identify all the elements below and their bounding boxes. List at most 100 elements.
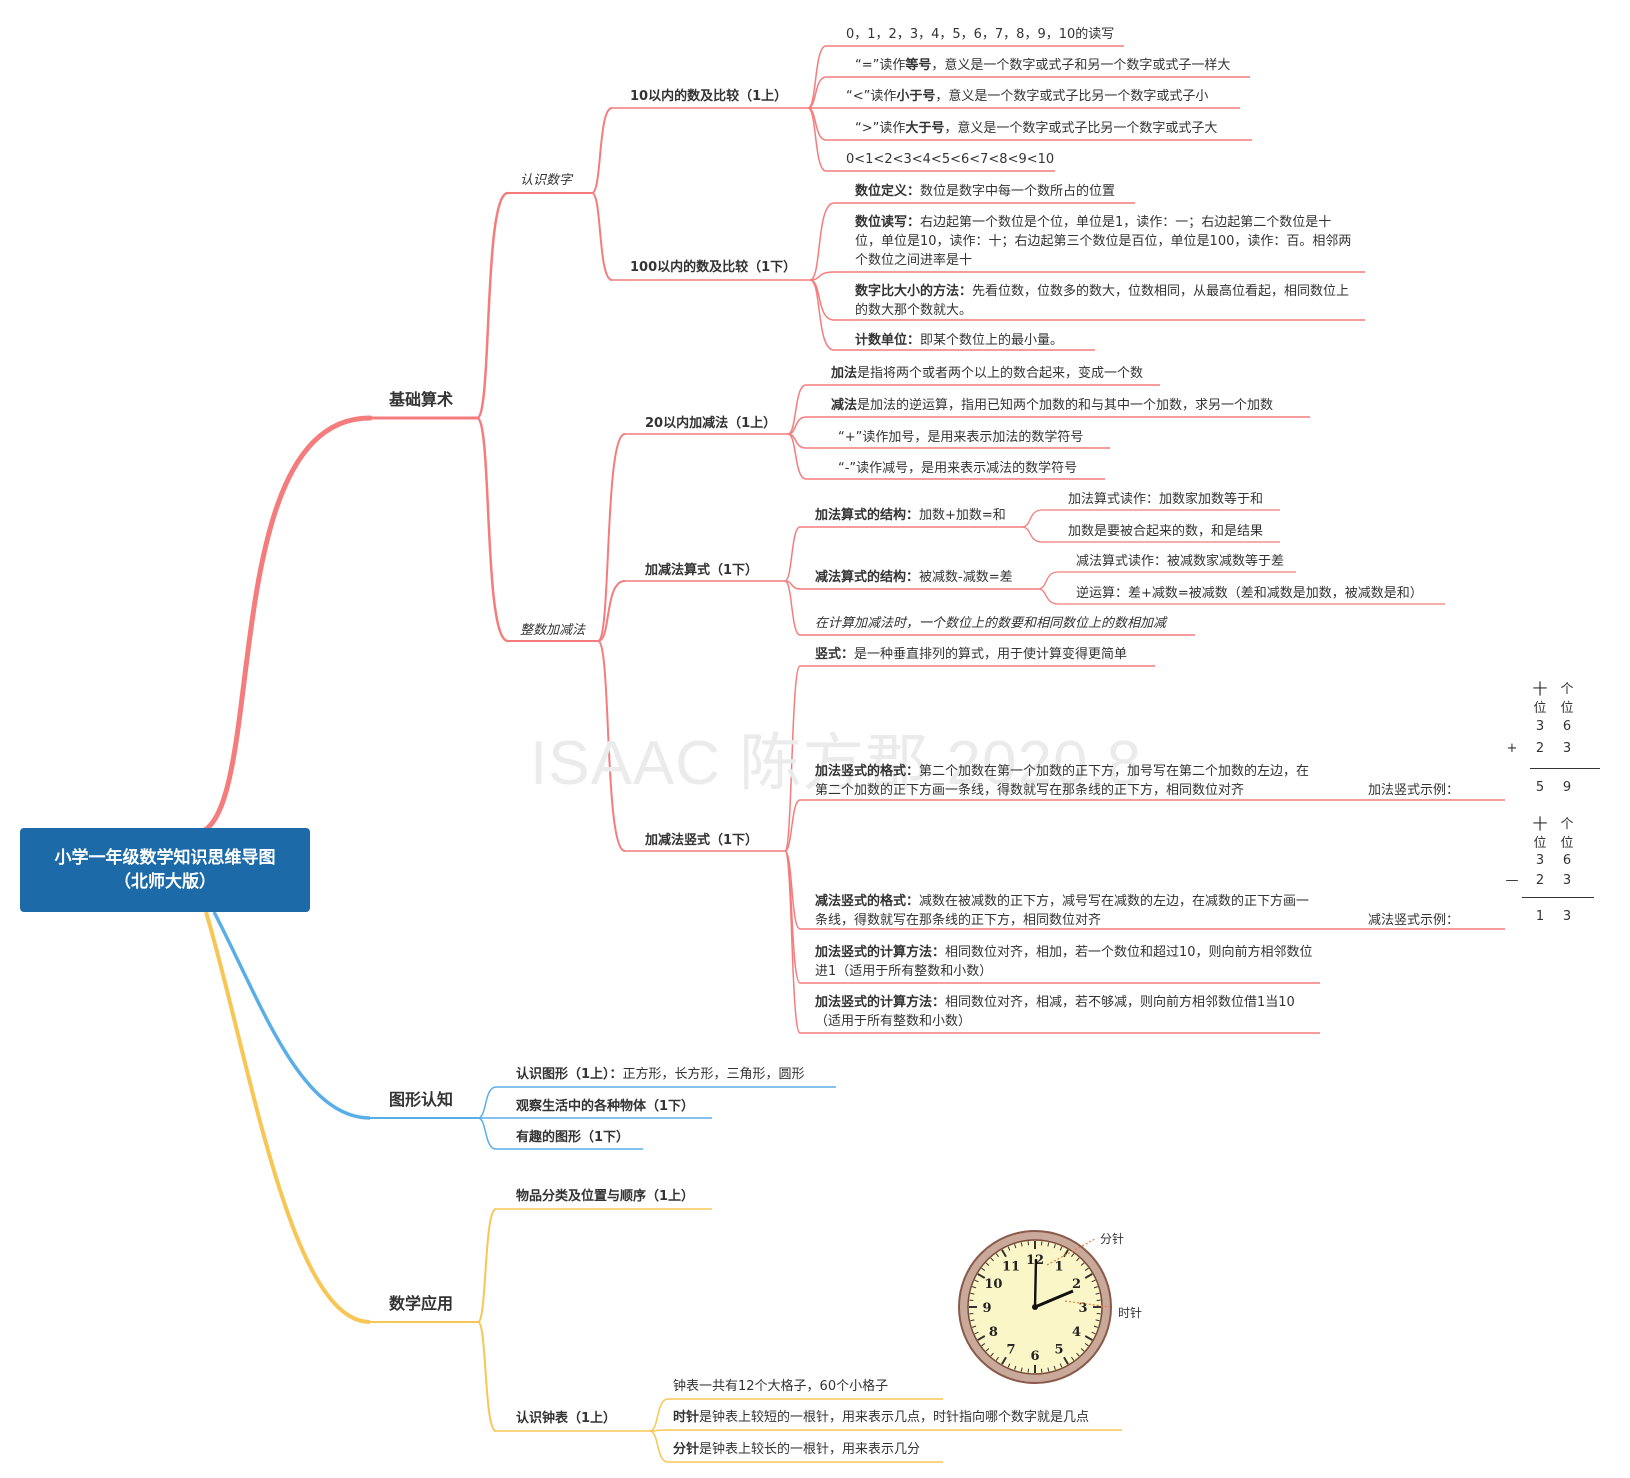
- connector: [787, 433, 807, 480]
- clock-tick: [1084, 1343, 1089, 1347]
- connector: [591, 192, 613, 281]
- connector: [597, 433, 626, 642]
- hour-hand-pointer: [1064, 1300, 1111, 1308]
- branch-math-application[interactable]: 数学应用: [389, 1294, 454, 1313]
- clock-numeral: 10: [984, 1277, 1002, 1292]
- root-subtitle: （北师大版）: [114, 872, 216, 892]
- branch-basic-arithmetic[interactable]: 基础算术: [389, 390, 454, 409]
- clock-tick: [1093, 1325, 1098, 1328]
- clock-tick: [970, 1292, 975, 1295]
- node-within-100[interactable]: 100以内的数及比较（1下）: [630, 260, 797, 275]
- clock-numeral: 2: [1072, 1277, 1081, 1292]
- leaf-vertical-def: 竖式：是一种垂直排列的算式，用于使计算变得更简单: [815, 647, 1128, 662]
- add-ex-r1-ten: 3: [1535, 719, 1545, 734]
- clock-tick: [1071, 1356, 1075, 1361]
- connector: [475, 191, 509, 420]
- connector: [1021, 526, 1043, 543]
- clock-tick: [1014, 1365, 1017, 1370]
- clock-numeral: 6: [1030, 1349, 1039, 1364]
- branch-shape-cognition[interactable]: 图形认知: [389, 1090, 454, 1109]
- node-within-20[interactable]: 20以内加减法（1上）: [645, 416, 777, 431]
- clock-tick: [1063, 1356, 1069, 1365]
- clock-tick: [1047, 1242, 1050, 1247]
- clock-numeral: 9: [982, 1301, 991, 1316]
- hour-hand-label: 时针: [1118, 1306, 1143, 1320]
- node-vertical[interactable]: 加减法竖式（1下）: [645, 833, 759, 848]
- connector: [1021, 509, 1043, 528]
- root-connector: [202, 415, 373, 833]
- clock-tick: [1095, 1292, 1100, 1295]
- add-ex-r1-one: 6: [1562, 719, 1572, 734]
- connector: [784, 665, 801, 852]
- clock-tick: [981, 1343, 986, 1347]
- clock-numeral: 3: [1078, 1301, 1087, 1316]
- node-within-10[interactable]: 10以内的数及比较（1上）: [630, 89, 788, 104]
- connector: [1037, 571, 1059, 590]
- connector: [649, 1430, 669, 1463]
- clock-tick: [974, 1331, 979, 1335]
- leaf-read-write-0-10: 0，1，2，3，4，5，6，7，8，9，10的读写: [846, 27, 1115, 42]
- leaf-sub-structure: 减法算式的结构：被减数-减数=差: [815, 570, 1013, 585]
- sub-ex-res-ten: 1: [1535, 909, 1545, 924]
- add-ex-head-one: 个: [1560, 682, 1574, 697]
- leaf-digit-note: 在计算加减法时，一个数位上的数要和相同数位上的数相加减: [815, 616, 1167, 631]
- leaf-add-calc: 加法竖式的计算方法：相同数位对齐，相加，若一个数位和超过10，则向前方相邻数位进…: [815, 945, 1313, 979]
- clock-tick: [1007, 1363, 1011, 1368]
- leaf-sub-calc: 加法竖式的计算方法：相同数位对齐，相减，若不够减，则向前方相邻数位借1当10（适…: [815, 995, 1295, 1029]
- clock-numeral: 5: [1054, 1343, 1063, 1358]
- clock-tick: [981, 1267, 986, 1271]
- clock-tick: [1091, 1331, 1096, 1335]
- leaf-hour-hand: 时针是钟表上较短的一根针，用来表示几点，时针指向哪个数字就是几点: [673, 1410, 1090, 1425]
- leaf-sub-example-label: 减法竖式示例：: [1368, 913, 1460, 928]
- clock-tick: [1084, 1267, 1089, 1271]
- clock-numeral: 7: [1006, 1343, 1015, 1358]
- clock-tick: [985, 1262, 990, 1266]
- leaf-fun-shapes: 有趣的图形（1下）: [516, 1130, 630, 1145]
- clock-tick: [990, 1352, 994, 1357]
- clock-tick: [972, 1286, 977, 1289]
- connector: [477, 1086, 497, 1119]
- connector: [1037, 588, 1059, 605]
- node-integer-add-sub[interactable]: 整数加减法: [520, 623, 586, 638]
- connector: [809, 279, 835, 351]
- sub-ex-sub-one: 位: [1560, 836, 1574, 851]
- clock-numeral: 8: [989, 1325, 998, 1340]
- connector: [649, 1398, 669, 1432]
- leaf-inverse-op: 逆运算：差+减数=被减数（差和减数是加数，被减数是和）: [1076, 586, 1423, 601]
- clock-tick: [1076, 1257, 1080, 1262]
- clock-numeral: 1: [1054, 1259, 1063, 1274]
- leaf-sub-format: 减法竖式的格式：减数在被减数的正下方，减号写在减数的左边，在减数的正下方画一条线…: [815, 894, 1310, 928]
- clock-tick: [1093, 1286, 1098, 1289]
- leaf-equal-sign: “=”读作等号，意义是一个数字或式子和另一个数字或式子一样大: [855, 58, 1231, 73]
- clock-tick: [1080, 1262, 1085, 1266]
- clock-numeral: 11: [1002, 1259, 1020, 1274]
- clock-tick: [977, 1273, 986, 1279]
- leaf-compare-method: 数字比大小的方法：先看位数，位数多的数大，位数相同，从最高位看起，相同数位上的数…: [855, 284, 1350, 318]
- node-know-clock[interactable]: 认识钟表（1上）: [516, 1411, 617, 1426]
- root-title: 小学一年级数学知识思维导图: [54, 848, 276, 868]
- connector: [477, 1321, 497, 1432]
- leaf-add-meaning: 加数是要被合起来的数，和是结果: [1068, 524, 1264, 539]
- sub-ex-sub-ten: 位: [1533, 836, 1547, 851]
- leaf-number-order: 0<1<2<3<4<5<6<7<8<9<10: [846, 152, 1055, 167]
- node-formula[interactable]: 加减法算式（1下）: [645, 563, 759, 578]
- connector: [784, 526, 801, 582]
- node-know-numbers[interactable]: 认识数字: [520, 173, 573, 188]
- leaf-greater-than-sign: “>”读作大于号，意义是一个数字或式子比另一个数字或式子大: [855, 121, 1218, 136]
- add-ex-r2-one: 3: [1562, 741, 1572, 756]
- add-ex-rule: [1530, 768, 1600, 769]
- clock-tick: [1047, 1367, 1050, 1372]
- connector: [807, 107, 827, 172]
- clock-tick: [1059, 1363, 1063, 1368]
- clock-tick: [985, 1348, 990, 1352]
- connector: [784, 799, 801, 852]
- minute-hand: [1033, 1258, 1038, 1308]
- root-node[interactable]: 小学一年级数学知识思维导图 （北师大版）: [20, 828, 310, 912]
- minute-hand-label: 分针: [1100, 1232, 1125, 1246]
- add-ex-sub-ten: 位: [1533, 701, 1547, 716]
- sub-ex-r2-one: 3: [1562, 873, 1572, 888]
- connector: [809, 271, 835, 281]
- clock-tick: [972, 1325, 977, 1328]
- shape-connector: [212, 911, 371, 1120]
- connector: [597, 640, 626, 852]
